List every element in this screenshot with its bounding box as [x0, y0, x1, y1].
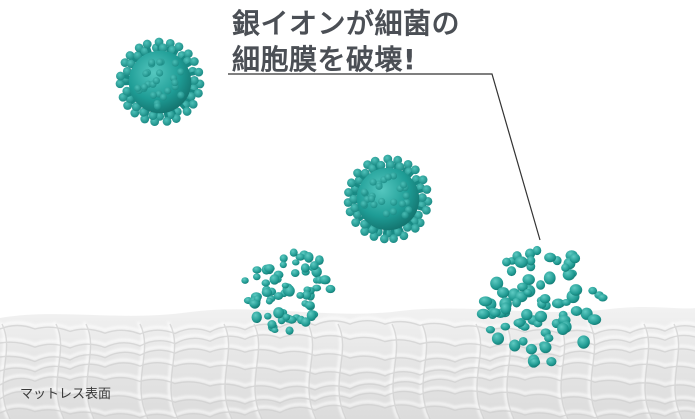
intact-bacterium-icon [115, 37, 205, 127]
disrupted-bacterium-icon [241, 248, 336, 335]
mattress-surface-label: マットレス表面 [20, 387, 112, 402]
headline: 銀イオンが細菌の 細胞膜を破壊! [232, 6, 460, 78]
headline-line-2: 細胞膜を破壊! [232, 43, 417, 76]
intact-bacterium-icon [343, 154, 433, 244]
disrupted-bacterium-icon [476, 245, 608, 368]
mattress-surface-icon [0, 306, 695, 419]
headline-line-1: 銀イオンが細菌の [232, 7, 461, 40]
pointer-line-icon [228, 73, 541, 241]
